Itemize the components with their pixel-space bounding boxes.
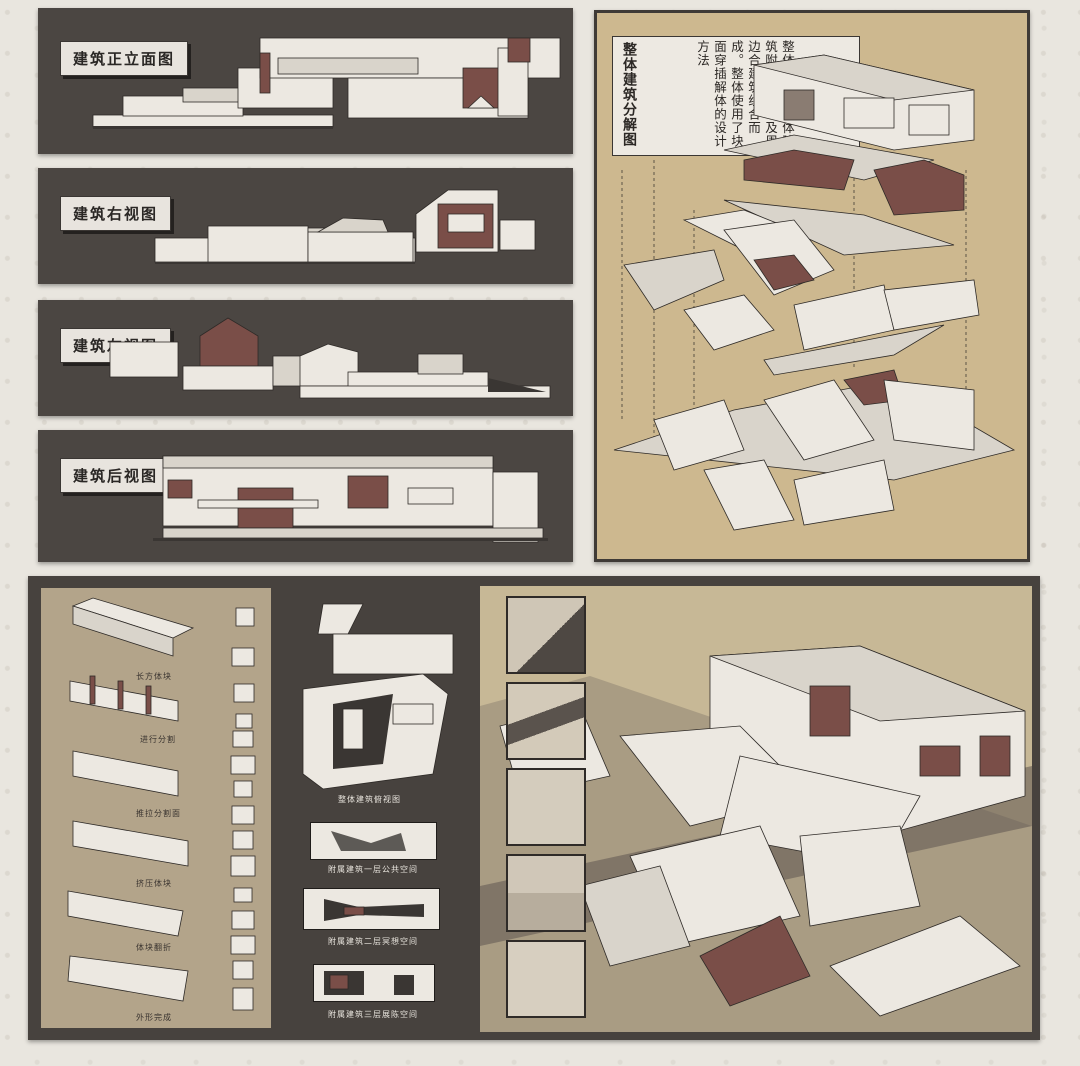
left-elevation-panel: 建筑左视图: [38, 300, 573, 416]
right-elevation-panel: 建筑右视图: [38, 168, 573, 284]
step-2-caption: 进行分割: [140, 735, 176, 744]
floor3-plan: [313, 964, 435, 1002]
explode-title: 整体建筑分解图: [621, 42, 637, 147]
thumbnail-3: [506, 768, 586, 846]
back-elevation-panel: 建筑后视图: [38, 430, 573, 562]
front-elevation-panel: 建筑正立面图: [38, 8, 573, 154]
back-elevation-label: 建筑后视图: [60, 458, 172, 493]
back-elevation-drawing: [153, 455, 548, 543]
floor2-plan: [303, 888, 440, 930]
process-diagram: [67, 597, 256, 1011]
aerial-render: [480, 586, 1032, 1032]
floor1-plan: [310, 822, 437, 860]
floor3-plan-caption: 附属建筑三层展陈空间: [328, 1010, 418, 1019]
exploded-axonometric-drawing: [613, 54, 1016, 531]
right-elevation-label: 建筑右视图: [60, 196, 172, 231]
bottom-panel: 长方体块 进行分割 推拉分割面 挤压体块 体块翻折 外形完成 整体建筑俯视图 附…: [28, 576, 1040, 1040]
exploded-view-frame: 整体建筑分解图 整体建筑由主体建筑附属建筑以及周边合建筑组合而成。整体使用了块面…: [594, 10, 1030, 562]
right-elevation-drawing: [154, 189, 536, 264]
overall-plan-drawing: [302, 603, 454, 790]
thumbnail-2: [506, 682, 586, 760]
step-3-caption: 推拉分割面: [136, 809, 181, 818]
step-4-caption: 挤压体块: [136, 879, 172, 888]
thumbnail-4: [506, 854, 586, 932]
floor1-plan-caption: 附属建筑一层公共空间: [328, 865, 418, 874]
thumbnail-5: [506, 940, 586, 1018]
step-6-caption: 外形完成: [136, 1013, 172, 1022]
overall-plan-caption: 整体建筑俯视图: [338, 795, 401, 804]
front-elevation-label: 建筑正立面图: [60, 41, 189, 76]
front-elevation-drawing: [92, 37, 561, 129]
step-1-caption: 长方体块: [136, 672, 172, 681]
left-elevation-drawing: [109, 317, 551, 399]
floor2-plan-caption: 附属建筑二层冥想空间: [328, 937, 418, 946]
step-5-caption: 体块翻折: [136, 943, 172, 952]
thumbnail-1: [506, 596, 586, 674]
